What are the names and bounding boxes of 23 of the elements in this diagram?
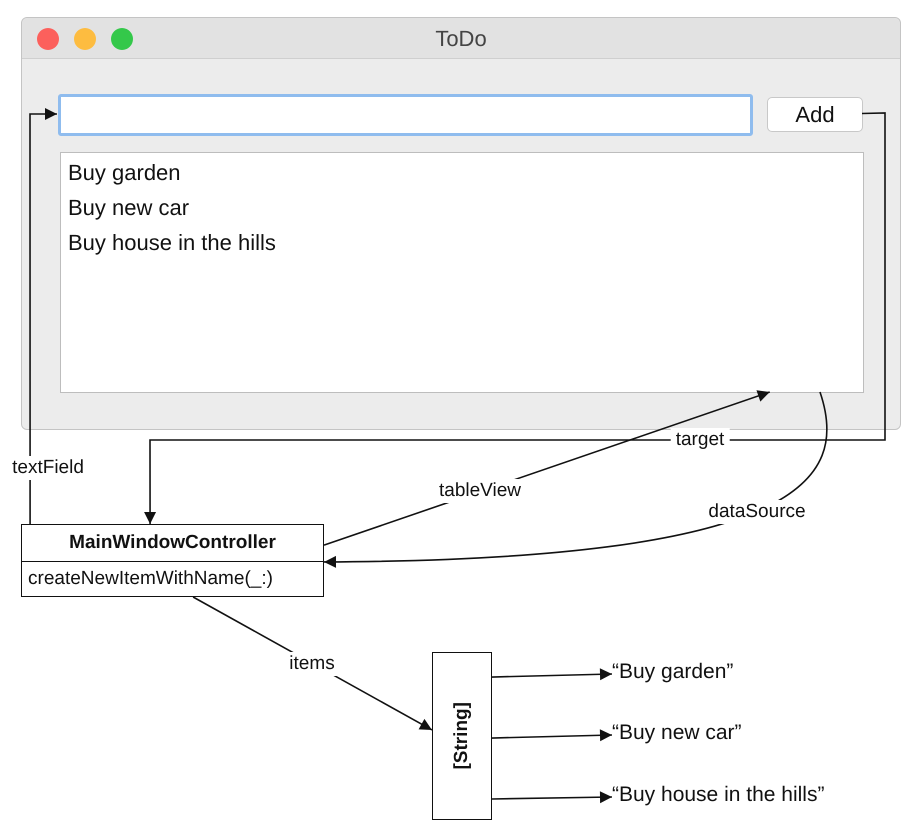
arrow <box>492 729 612 742</box>
add-button: Add <box>767 97 863 132</box>
method-name: createNewItemWithName(_:) <box>22 561 323 596</box>
string-value: “Buy garden” <box>612 660 734 688</box>
list-row-text: Buy house in the hills <box>68 229 276 257</box>
table-view <box>60 152 864 393</box>
class-box <box>21 524 324 597</box>
list-row-text: Buy new car <box>68 194 190 222</box>
type-label: [String] <box>451 702 473 770</box>
arrow <box>29 108 57 524</box>
arrow <box>492 668 612 680</box>
string-value: “Buy house in the hills” <box>612 783 824 811</box>
string-value: “Buy new car” <box>612 721 742 749</box>
text-field <box>58 94 753 136</box>
arrow <box>492 791 612 804</box>
list-row-text: Buy garden <box>68 159 181 187</box>
window-title: ToDo <box>435 26 487 52</box>
app-window <box>21 17 901 430</box>
type-box <box>432 652 492 820</box>
edge-label: target <box>670 428 730 452</box>
arrow <box>324 392 828 568</box>
arrow <box>144 112 886 524</box>
class-name: MainWindowController <box>68 531 277 555</box>
